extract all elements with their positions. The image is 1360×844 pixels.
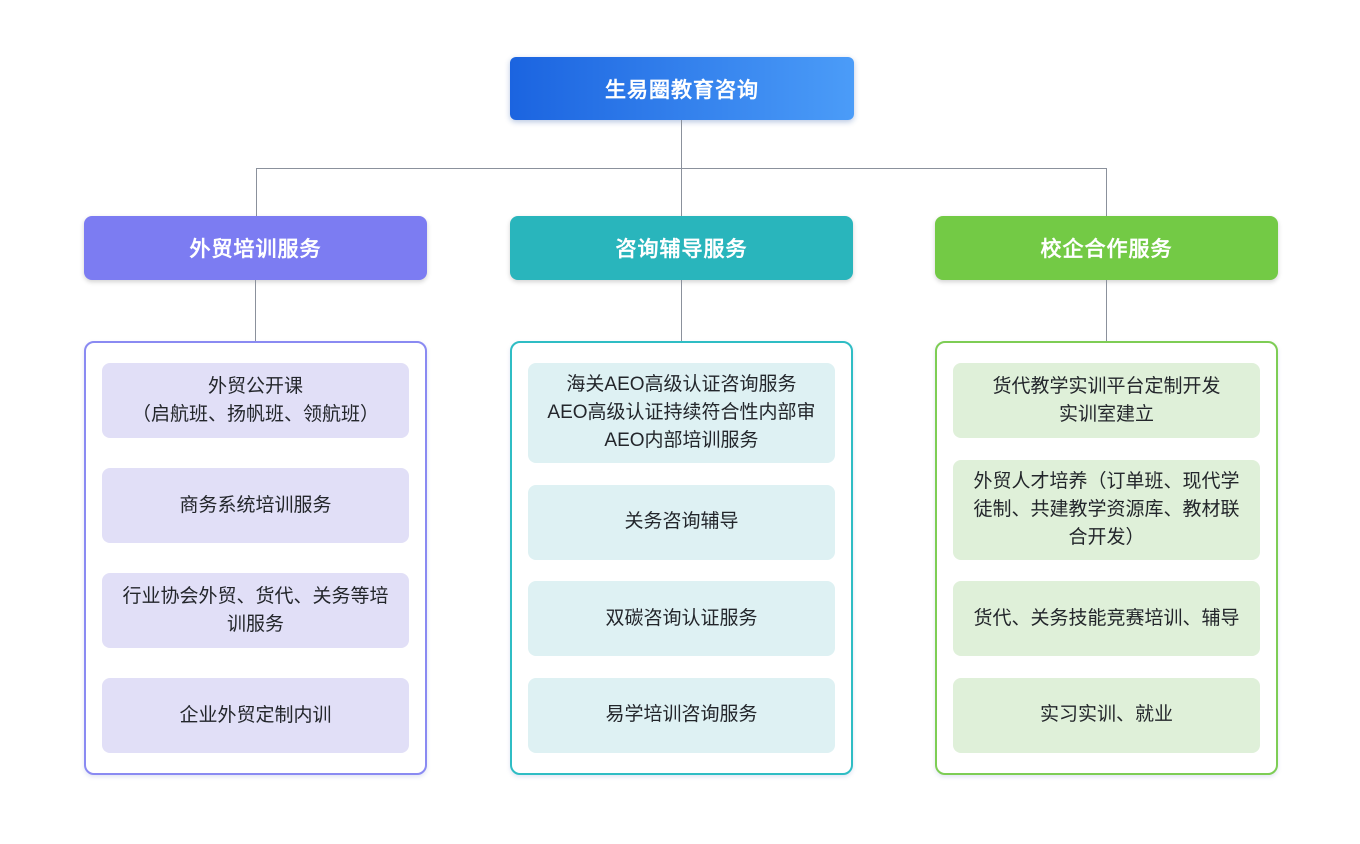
root-node-label: 生易圈教育咨询: [605, 78, 759, 102]
service-item: 货代教学实训平台定制开发 实训室建立: [953, 363, 1260, 438]
connector-header-to-panel: [255, 280, 256, 341]
branch-header-label: 校企合作服务: [1040, 238, 1173, 261]
service-item: 企业外贸定制内训: [102, 678, 409, 753]
root-node: 生易圈教育咨询: [510, 57, 854, 120]
branch-column-consulting-coaching: 咨询辅导服务 海关AEO高级认证咨询服务 AEO高级认证持续符合性内部审 AEO…: [510, 216, 853, 775]
service-item: 外贸人才培养（订单班、现代学 徒制、共建教学资源库、教材联 合开发）: [953, 459, 1260, 560]
connector-bus-to-branch-1: [256, 168, 257, 216]
service-item: 商务系统培训服务: [102, 468, 409, 543]
connector-bus-to-branch-2: [681, 168, 682, 216]
branch-header: 校企合作服务: [935, 216, 1278, 280]
connector-header-to-panel: [1106, 280, 1107, 341]
connector-root-to-bus: [681, 120, 682, 168]
branch-panel: 货代教学实训平台定制开发 实训室建立外贸人才培养（订单班、现代学 徒制、共建教学…: [935, 341, 1278, 775]
branch-header-label: 外贸培训服务: [189, 238, 322, 261]
branch-column-school-enterprise-cooperation: 校企合作服务 货代教学实训平台定制开发 实训室建立外贸人才培养（订单班、现代学 …: [935, 216, 1278, 775]
branch-column-foreign-trade-training: 外贸培训服务 外贸公开课 （启航班、扬帆班、领航班） 商务系统培训服务行业协会外贸…: [84, 216, 427, 775]
service-item: 货代、关务技能竞赛培训、辅导: [953, 581, 1260, 657]
branch-header-label: 咨询辅导服务: [615, 238, 748, 261]
branch-panel: 外贸公开课 （启航班、扬帆班、领航班） 商务系统培训服务行业协会外贸、货代、关务等…: [84, 341, 427, 775]
service-item: 海关AEO高级认证咨询服务 AEO高级认证持续符合性内部审 AEO内部培训服务: [528, 363, 835, 463]
branch-header: 咨询辅导服务: [510, 216, 853, 280]
branch-panel: 海关AEO高级认证咨询服务 AEO高级认证持续符合性内部审 AEO内部培训服务关…: [510, 341, 853, 775]
service-item: 行业协会外贸、货代、关务等培 训服务: [102, 573, 409, 648]
service-item: 外贸公开课 （启航班、扬帆班、领航班）: [102, 363, 409, 438]
service-item: 双碳咨询认证服务: [528, 581, 835, 657]
service-item: 易学培训咨询服务: [528, 677, 835, 753]
connector-bus-to-branch-3: [1106, 168, 1107, 216]
connector-header-to-panel: [681, 280, 682, 341]
service-item: 实习实训、就业: [953, 677, 1260, 753]
branch-header: 外贸培训服务: [84, 216, 427, 280]
service-item: 关务咨询辅导: [528, 484, 835, 560]
